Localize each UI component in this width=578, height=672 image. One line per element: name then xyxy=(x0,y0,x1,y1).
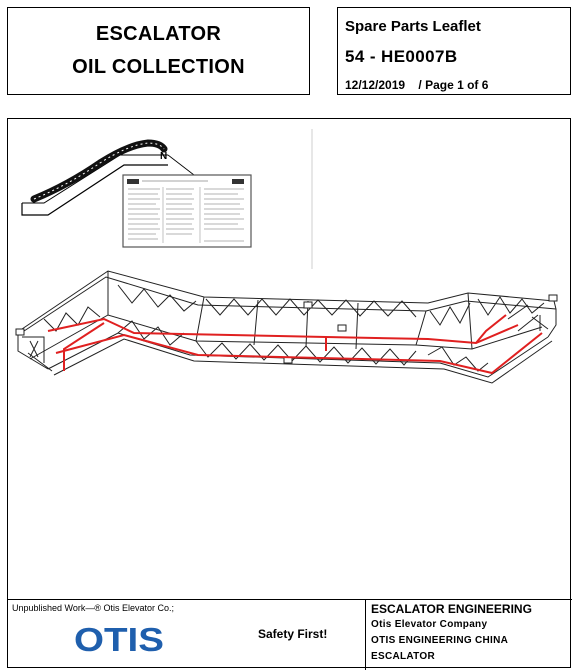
leaflet-number: 54 - HE0007B xyxy=(345,47,458,66)
title-line-1: ESCALATOR xyxy=(95,23,222,45)
leaflet-label: Spare Parts Leaflet xyxy=(345,18,481,35)
department-line-2: Otis Elevator Company xyxy=(371,619,488,630)
title-box: ESCALATOR OIL COLLECTION xyxy=(7,7,310,95)
title-line-2: OIL COLLECTION xyxy=(72,56,245,78)
otis-logo-text: OTIS xyxy=(74,622,164,656)
otis-logo: OTIS xyxy=(74,622,164,656)
oil-collection-lines xyxy=(47,314,543,375)
footer: Unpublished Work—® Otis Elevator Co.; OT… xyxy=(8,599,572,670)
date-page: 12/12/2019 / Page 1 of 6 xyxy=(345,78,489,92)
department-line-1: ESCALATOR ENGINEERING xyxy=(371,602,532,616)
department-line-4: ESCALATOR xyxy=(371,651,435,662)
safety-text: Safety First! xyxy=(258,627,328,641)
svg-text:N: N xyxy=(160,151,167,162)
footer-divider xyxy=(365,600,366,670)
copyright-text: Unpublished Work—® Otis Elevator Co.; xyxy=(12,603,175,613)
footer-left: Unpublished Work—® Otis Elevator Co.; OT… xyxy=(8,600,365,670)
footer-department: ESCALATOR ENGINEERING Otis Elevator Comp… xyxy=(371,602,571,665)
escalator-thumbnail: N xyxy=(21,139,195,216)
nameplate-thumbnail xyxy=(122,174,252,248)
department-line-3: OTIS ENGINEERING CHINA xyxy=(371,635,509,646)
escalator-illustration: N xyxy=(15,129,558,384)
leaflet-info-box: Spare Parts Leaflet 54 - HE0007B 12/12/2… xyxy=(337,7,571,95)
main-content-box: N xyxy=(7,118,572,670)
